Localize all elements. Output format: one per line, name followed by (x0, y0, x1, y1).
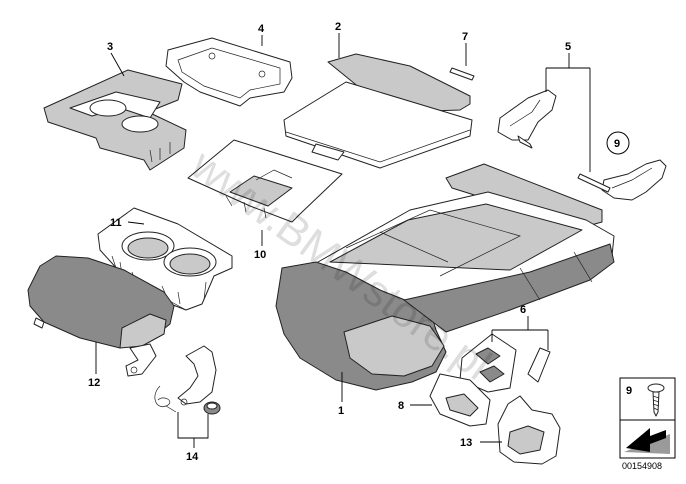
part-2-lid (283, 53, 473, 169)
arrow-graphic-icon (624, 428, 670, 454)
callout-7: 7 (462, 31, 468, 43)
callout-14: 14 (186, 451, 199, 463)
part-8-small-tray (429, 373, 491, 427)
callout-5: 5 (565, 41, 571, 53)
callout-3: 3 (107, 41, 113, 53)
callout-4: 4 (258, 23, 265, 35)
part-11-cup-holder (97, 207, 233, 311)
callout-9: 9 (614, 138, 620, 150)
callout-8: 8 (398, 400, 404, 412)
part-13-end-cap (497, 395, 561, 465)
document-number: 00154908 (622, 461, 662, 471)
part-9-circle (606, 131, 630, 155)
callout-11: 11 (110, 217, 122, 229)
part-6-insert-and-strip (459, 333, 551, 393)
part-7-pin (449, 67, 475, 81)
part-5-hinge-bracket (497, 89, 667, 201)
legend-box: 9 (619, 377, 676, 459)
part-3-tray-cover (43, 69, 187, 171)
part-1-console-base (275, 163, 615, 391)
callout-labels: 3 4 2 7 5 9 6 11 10 12 1 8 13 14 (88, 21, 620, 463)
part-14-spring-set (154, 345, 221, 415)
part-4-rubber-mat (165, 37, 293, 107)
part-12-armrest-cushion (27, 255, 175, 377)
screw-icon (647, 383, 665, 417)
callout-6: 6 (520, 304, 526, 316)
callout-10: 10 (254, 249, 266, 261)
callout-1: 1 (338, 405, 344, 417)
callout-13: 13 (460, 437, 472, 449)
callout-12: 12 (88, 377, 100, 389)
legend-number-9: 9 (626, 385, 632, 397)
part-10-insert-plate (187, 139, 343, 223)
leader-lines (95, 33, 591, 448)
callout-2: 2 (335, 21, 341, 33)
